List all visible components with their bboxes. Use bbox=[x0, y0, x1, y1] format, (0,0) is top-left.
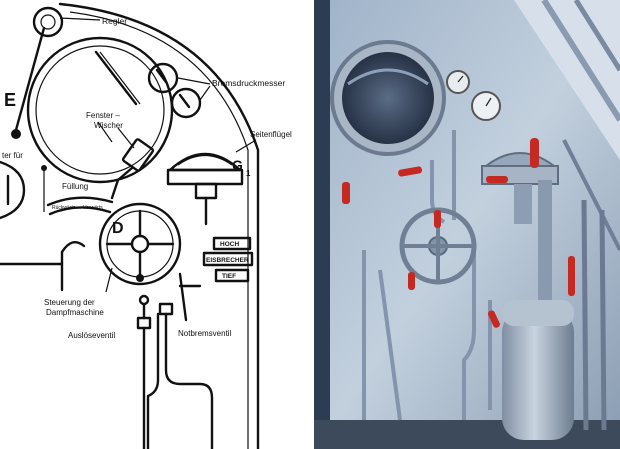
bremsdruckmesser-gauges bbox=[147, 62, 211, 119]
wiper-motor bbox=[110, 127, 155, 200]
label-fenster-line1: Fenster – bbox=[86, 111, 120, 120]
roof-panel bbox=[514, 0, 620, 160]
red-handles bbox=[342, 138, 575, 328]
tag-hoch: HOCH bbox=[220, 241, 239, 248]
label-bremsdruckmesser: Bremsdruckmesser bbox=[212, 78, 285, 88]
cab-pipes bbox=[362, 130, 492, 421]
scale-text: Rückwärts ↔ Vorwärts bbox=[52, 205, 103, 211]
roof-beam bbox=[541, 0, 620, 122]
eisbrecher-tags bbox=[202, 236, 254, 283]
wiper-leader bbox=[97, 121, 113, 143]
pressure-gauges bbox=[446, 70, 501, 121]
main-window bbox=[26, 36, 174, 184]
cab-inner-outline bbox=[69, 11, 249, 449]
side-frame bbox=[562, 139, 620, 251]
fuellung-scale: Rückwärts ↔ Vorwärts bbox=[46, 196, 114, 216]
cab-roof-outline bbox=[58, 2, 260, 449]
right-rails bbox=[581, 199, 607, 431]
roof-beam-2 bbox=[573, 0, 620, 72]
tag-eisbrecher: EISBRECHER bbox=[206, 257, 249, 264]
reverser-link bbox=[60, 240, 86, 254]
ausloeseventil bbox=[136, 294, 152, 449]
steuerung-leader bbox=[105, 267, 113, 293]
label-fenster-line2: Wischer bbox=[94, 121, 123, 130]
label-heizer-fuer: ter für bbox=[2, 151, 23, 160]
dark-left-edge bbox=[314, 0, 330, 449]
left-partial-gauge bbox=[0, 160, 47, 220]
label-steuerung-line1: Steuerung der bbox=[44, 298, 95, 307]
floor-shadow bbox=[314, 420, 620, 449]
label-letter-d: D bbox=[112, 220, 124, 237]
air-tank bbox=[502, 300, 574, 440]
label-steuerung-line2: Dampfmaschine bbox=[46, 308, 104, 317]
steuerung-handwheel bbox=[98, 202, 182, 286]
porthole-window bbox=[330, 40, 446, 156]
label-seitenfluegel: Seitenflügel bbox=[250, 130, 292, 139]
tag-tief: TIEF bbox=[222, 273, 236, 280]
label-fuellung: Füllung bbox=[62, 182, 88, 191]
cab-photo bbox=[314, 0, 620, 449]
notbrems-lever bbox=[178, 272, 188, 322]
label-letter-e: E bbox=[4, 90, 16, 110]
seitenfluegel-device bbox=[166, 139, 257, 226]
label-letter-g: G bbox=[232, 157, 243, 173]
label-notbremsventil: Notbremsventil bbox=[178, 329, 232, 338]
notbremsventil-pipe bbox=[146, 302, 214, 449]
regler-lever bbox=[11, 6, 101, 139]
label-letter-g-sub: 1 bbox=[246, 169, 251, 178]
cab-diagram: Rückwärts ↔ Vorwärts Regler Bremsdruckme… bbox=[0, 0, 306, 449]
label-regler: Regler bbox=[102, 16, 127, 26]
label-ausloeseventil: Auslöseventil bbox=[68, 331, 115, 340]
